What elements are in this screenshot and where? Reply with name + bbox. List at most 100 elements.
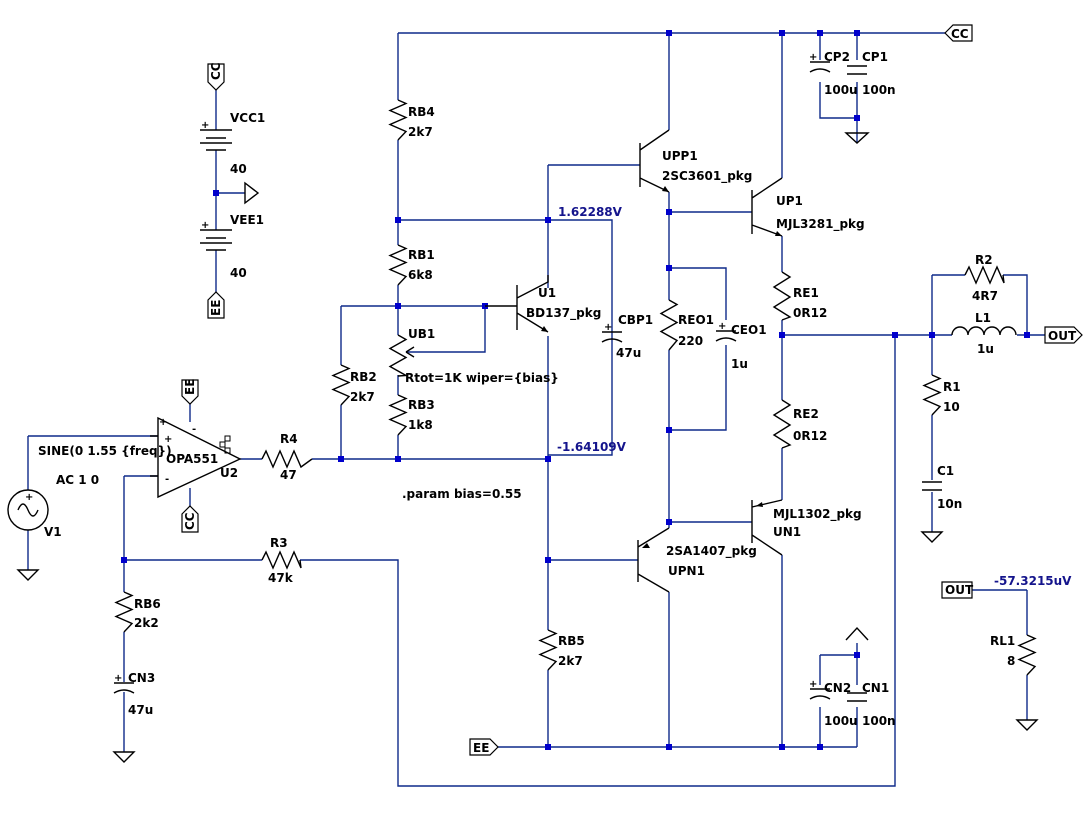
resistor-rb2-symbol — [331, 364, 351, 406]
node-voltage-load: -57.3215uV — [994, 574, 1072, 588]
value-label: 6k8 — [408, 268, 433, 282]
ref-label: RL1 — [990, 634, 1015, 648]
junction-dot — [121, 557, 127, 563]
ref-label: CBP1 — [618, 313, 653, 327]
transistor-upn1-symbol — [637, 527, 670, 593]
svg-text:+: + — [604, 322, 612, 333]
ground-icon — [1015, 719, 1039, 731]
svg-text:+: + — [164, 434, 172, 445]
net-flags: CC OUT OUT EE CC EE EE CC — [181, 24, 1083, 756]
ref-label: CN1 — [862, 681, 889, 695]
value-label: 0R12 — [793, 429, 827, 443]
svg-text:-: - — [165, 474, 169, 485]
resistor-r3-symbol — [261, 550, 302, 570]
flag-cc-vcc1: CC — [207, 62, 225, 91]
value-label: MJL1302_pkg — [773, 507, 862, 522]
junction-dot — [666, 427, 672, 433]
capacitor-cn3-symbol: + — [113, 673, 135, 694]
flag-ee-bottom: EE — [469, 738, 499, 756]
svg-text:+: + — [201, 220, 209, 231]
svg-text:-: - — [192, 424, 196, 435]
annotations: 1.62288V -1.64109V -57.3215uV .param bia… — [402, 205, 1072, 588]
resistor-reo1-symbol — [659, 299, 679, 351]
ref-label: RE1 — [793, 286, 819, 300]
ref-label: CP1 — [862, 50, 888, 64]
value-label: 10 — [943, 400, 960, 414]
junction-dot — [1024, 332, 1030, 338]
junction-dot — [666, 265, 672, 271]
resistor-rb6-symbol — [114, 591, 134, 633]
resistor-re1-symbol — [772, 271, 792, 321]
capacitors: + + + + + — [113, 52, 942, 702]
value-label: 47 — [280, 468, 297, 482]
resistor-r1-symbol — [922, 374, 942, 416]
net-label-out: OUT — [1048, 329, 1077, 343]
capacitor-cp2-symbol: + — [809, 52, 831, 73]
ref-label: RB5 — [558, 634, 585, 648]
transistor-up1-symbol — [751, 177, 783, 237]
ref-label: UPP1 — [662, 149, 698, 163]
component-labels: VCC1 40 VEE1 40 RB4 2k7 RB1 6k8 UB1 Rtot… — [38, 50, 1015, 728]
ref-label: RB2 — [350, 370, 377, 384]
junction-dots — [121, 30, 1030, 750]
ref-label: U2 — [220, 466, 238, 480]
value-label: 220 — [678, 334, 703, 348]
ref-label: RE2 — [793, 407, 819, 421]
arrow-up-icon — [845, 626, 869, 641]
potentiometer-ub1 — [388, 334, 415, 377]
value-label: 47u — [616, 346, 641, 360]
ref-label: R2 — [975, 253, 993, 267]
ground-icon — [16, 569, 40, 581]
junction-dot — [779, 332, 785, 338]
capacitor-cn2-symbol: + — [809, 679, 831, 700]
junction-dot — [545, 217, 551, 223]
junction-dot — [779, 30, 785, 36]
value-label: OPA551 — [166, 452, 218, 466]
ref-label: R4 — [280, 432, 298, 446]
value-label: 2k2 — [134, 616, 159, 630]
ref-label: CN3 — [128, 671, 155, 685]
capacitor-ceo1-symbol: + — [715, 321, 737, 342]
transistor-upp1-symbol — [639, 129, 670, 193]
net-label-cc: CC — [209, 62, 223, 80]
svg-text:+: + — [809, 52, 817, 63]
ref-label: REO1 — [678, 313, 714, 327]
sine-source-v1-symbol: + — [7, 489, 49, 531]
ref-label: UP1 — [776, 194, 803, 208]
junction-dot — [545, 557, 551, 563]
net-label-ee: EE — [473, 741, 489, 755]
capacitor-c1-symbol — [922, 481, 942, 491]
svg-text:+: + — [809, 679, 817, 690]
junction-dot — [545, 456, 551, 462]
value-label: 10n — [937, 497, 962, 511]
value-label: 4R7 — [972, 289, 998, 303]
value-label: 40 — [230, 266, 247, 280]
value-label: 1u — [977, 342, 994, 356]
flag-cc-top-right: CC — [944, 24, 973, 42]
inductor-l1-symbol — [951, 326, 1017, 336]
resistor-r4-symbol — [261, 449, 313, 469]
resistor-r2-symbol — [964, 265, 1005, 285]
junction-dot — [395, 456, 401, 462]
junction-dot — [779, 744, 785, 750]
ref-label: CEO1 — [731, 323, 767, 337]
ref-label: VEE1 — [230, 213, 264, 227]
resistor-re2-symbol — [772, 399, 792, 449]
capacitor-cn1-symbol — [847, 692, 867, 702]
net-label-cc: CC — [183, 512, 197, 530]
ref-label: RB6 — [134, 597, 161, 611]
svg-text:+: + — [159, 417, 167, 428]
ground-icon — [920, 531, 944, 543]
battery-vee1-symbol: + — [200, 220, 232, 251]
wires — [27, 32, 1045, 787]
value-label: 100u — [824, 83, 858, 97]
value-label: 2k7 — [558, 654, 583, 668]
svg-text:+: + — [25, 492, 33, 503]
junction-dot — [545, 744, 551, 750]
ref-label: UB1 — [408, 327, 435, 341]
flag-ee-opamp: EE — [181, 379, 199, 405]
value-label: 1u — [731, 357, 748, 371]
value-label: 1k8 — [408, 418, 433, 432]
net-label-out: OUT — [945, 583, 974, 597]
